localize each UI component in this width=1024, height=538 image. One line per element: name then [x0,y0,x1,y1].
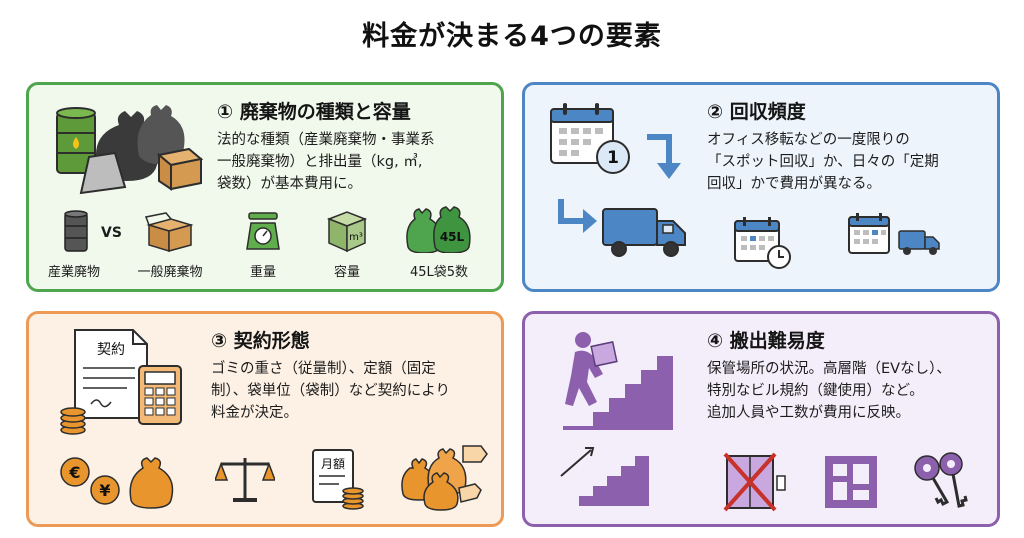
cube-icon: m³ [325,209,369,253]
bag-size: 45L [440,230,465,244]
vs-label: VS [101,225,122,241]
contract-document-icon: 契約 [57,326,187,438]
panel-heading: ① 廃棄物の種類と容量 [217,101,411,123]
panel-body: オフィス移転などの一度限りの 「スポット回収」か、日々の「定期 回収」かで費用が… [707,132,939,192]
cube-unit: m³ [349,232,363,243]
label-general: 一般廃棄物 [137,265,203,280]
arrow-right-icon [555,197,599,235]
cardboard-box-icon [145,211,195,253]
scale-icon [243,211,283,251]
balance-scale-icon [215,454,275,504]
panel-body: ゴミの重さ（従量制）、定額（固定 制）、袋単位（袋制）など契約により 料金が決定… [211,361,450,421]
panel-body: 保管場所の状況。高層階（EVなし）、 特別なビル規約（鍵使用）など。 追加人員や… [707,361,951,421]
stairs-carry-icon [553,326,683,430]
panel-carry-out: ④ 搬出難易度 保管場所の状況。高層階（EVなし）、 特別なビル規約（鍵使用）な… [522,311,1000,527]
monthly-fee-icon: 月額 [311,448,367,510]
panel-body: 法的な種類（産業廃棄物・事業系 一般廃棄物）と排出量（kg, ㎥, 袋数）が基本… [217,132,435,192]
label-industrial: 産業廃物 [47,265,100,280]
keys-icon [907,450,977,512]
bags-with-tags-icon [393,442,489,512]
truck-icon [601,205,689,261]
page-title: 料金が決まる4つの要素 [362,21,662,52]
no-elevator-icon [723,452,789,512]
euro-symbol: € [68,463,80,482]
panel-heading: ④ 搬出難易度 [707,330,825,352]
panel-frequency: ② 回収頻度 オフィス移転などの一度限りの 「スポット回収」か、日々の「定期 回… [522,82,1000,292]
garbage-bag-icon: 45L [405,205,471,253]
label-volume: 容量 [333,265,360,280]
monthly-label: 月額 [321,457,345,471]
calendar-icon: 1 [549,101,639,177]
panel-waste-type: ① 廃棄物の種類と容量 法的な種類（産業廃棄物・事業系 一般廃棄物）と排出量（k… [26,82,504,292]
stairs-up-icon [553,444,663,508]
label-bags: 45L袋5数 [409,265,469,280]
currency-coins-icon: € ¥ [59,454,179,510]
calendar-clock-icon [733,215,793,271]
calendar-badge: 1 [607,148,619,168]
panel-heading: ③ 契約形態 [211,330,310,352]
oil-drum-icon [63,209,89,253]
panel-heading: ② 回収頻度 [707,101,806,123]
yen-symbol: ¥ [99,481,110,500]
building-plan-icon [821,452,881,512]
contract-label: 契約 [97,342,125,358]
waste-pile-icon [49,97,209,197]
arrow-down-icon [643,133,683,183]
calendar-truck-icon [847,211,947,261]
label-weight: 重量 [249,265,276,280]
panel-contract: ③ 契約形態 ゴミの重さ（従量制）、定額（固定 制）、袋単位（袋制）など契約によ… [26,311,504,527]
